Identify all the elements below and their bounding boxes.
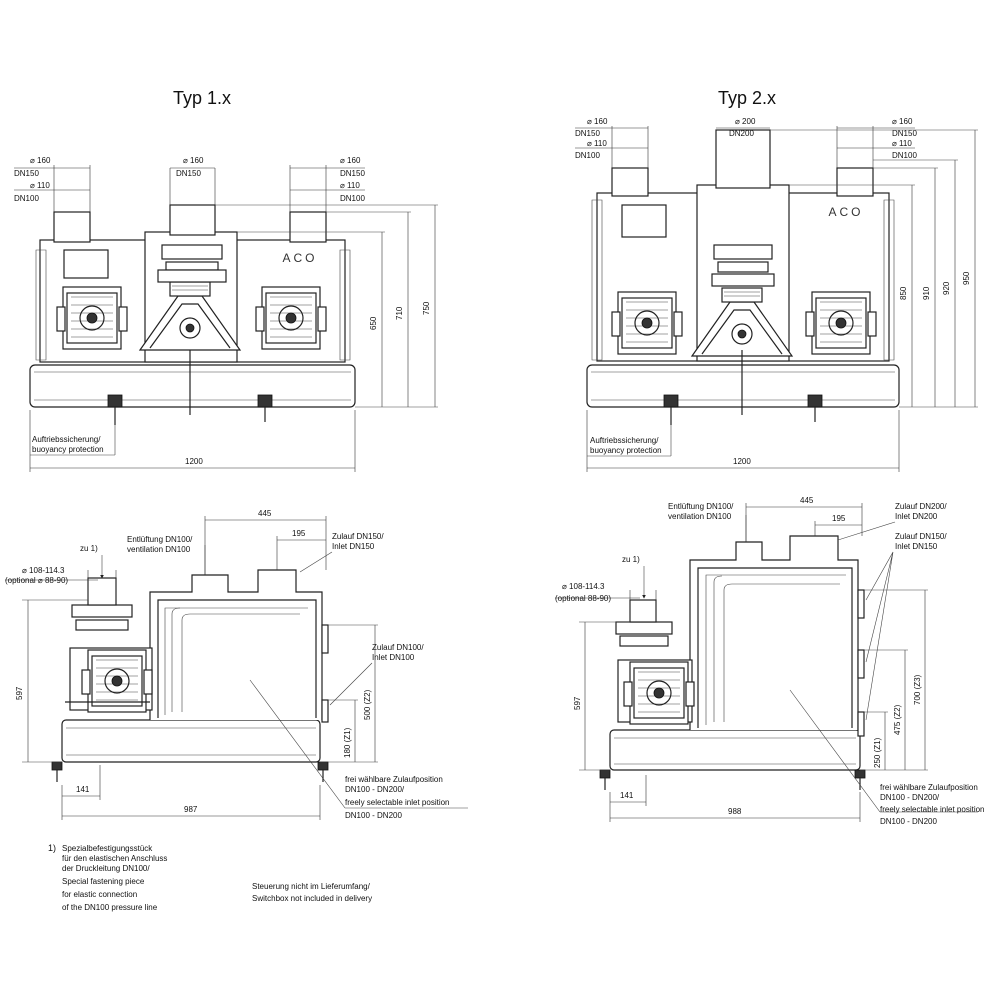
t2-free-1: frei wählbare Zulaufposition xyxy=(880,783,978,792)
t2-left-dn150: DN150 xyxy=(575,129,600,138)
t2-zu1: zu 1) xyxy=(622,555,640,564)
t1-buoyancy-de: Auftriebssicherung/ xyxy=(32,435,101,444)
t1-width-141: 141 xyxy=(76,785,90,794)
t1-right-d160: ⌀ 160 xyxy=(340,156,361,165)
t2-height-850: 850 xyxy=(899,286,908,300)
t1-height-597: 597 xyxy=(15,686,24,700)
t1-center-d160: ⌀ 160 xyxy=(183,156,204,165)
footnote-line-5: for elastic connection xyxy=(62,890,137,899)
t2-vent-de: Entlüftung DN100/ xyxy=(668,502,734,511)
t1-flange-optional: (optional ⌀ 88-90) xyxy=(5,576,68,585)
type1-title: Typ 1.x xyxy=(173,88,231,108)
t1-width-445: 445 xyxy=(258,509,272,518)
t2-free-3: freely selectable inlet position xyxy=(880,805,985,814)
t2-left-dn100: DN100 xyxy=(575,151,600,160)
t1-inlet100-en: Inlet DN100 xyxy=(372,653,415,662)
t2-buoyancy-en: buoyancy protection xyxy=(590,446,662,455)
t1-height-650: 650 xyxy=(369,316,378,330)
t2-width-141: 141 xyxy=(620,791,634,800)
t2-height-250: 250 (Z1) xyxy=(873,737,882,768)
t2-right-dn150: DN150 xyxy=(892,129,917,138)
t2-free-2: DN100 - DN200/ xyxy=(880,793,940,802)
t2-center-dn200: DN200 xyxy=(729,129,754,138)
t1-left-dn150: DN150 xyxy=(14,169,39,178)
t2-inlet150-en: Inlet DN150 xyxy=(895,542,938,551)
t2-height-475: 475 (Z2) xyxy=(893,704,902,735)
t1-left-dn100: DN100 xyxy=(14,194,39,203)
t1-free-3: freely selectable inlet position xyxy=(345,798,450,807)
t1-height-750: 750 xyxy=(422,301,431,315)
footnote-mark: 1) xyxy=(48,843,56,853)
t1-height-180: 180 (Z1) xyxy=(343,727,352,758)
t2-height-920: 920 xyxy=(942,281,951,295)
t1-vent-de: Entlüftung DN100/ xyxy=(127,535,193,544)
type1-side-view: zu 1) ⌀ 108-114.3 (optional ⌀ 88-90) Ent… xyxy=(5,509,468,820)
type2-front-view: ACO ⌀ 160 DN150 ⌀ 110 DN100 ⌀ 200 DN200 … xyxy=(575,117,978,472)
t2-right-d110: ⌀ 110 xyxy=(892,139,912,148)
t1-right-dn150: DN150 xyxy=(340,169,365,178)
t1-vent-en: ventilation DN100 xyxy=(127,545,191,554)
t1-flange: ⌀ 108-114.3 xyxy=(22,566,65,575)
t2-buoyancy-de: Auftriebssicherung/ xyxy=(590,436,659,445)
t2-width-195: 195 xyxy=(832,514,846,523)
t2-inlet200-en: Inlet DN200 xyxy=(895,512,938,521)
t2-width-1200: 1200 xyxy=(733,457,751,466)
aco-logo: ACO xyxy=(282,251,317,265)
footnote-line-3: der Druckleitung DN100/ xyxy=(62,864,150,873)
t1-height-500: 500 (Z2) xyxy=(363,689,372,720)
t2-left-d160: ⌀ 160 xyxy=(587,117,608,126)
switchbox-en: Switchbox not included in delivery xyxy=(252,894,372,903)
t1-width-987: 987 xyxy=(184,805,198,814)
aco-logo-2: ACO xyxy=(828,205,863,219)
t1-width-1200: 1200 xyxy=(185,457,203,466)
t2-width-988: 988 xyxy=(728,807,742,816)
t1-left-d160: ⌀ 160 xyxy=(30,156,51,165)
t1-free-4: DN100 - DN200 xyxy=(345,811,402,820)
footnote-line-2: für den elastischen Anschluss xyxy=(62,854,167,863)
type1-front-view: ACO ⌀ 160 DN150 ⌀ 110 DN100 ⌀ 160 DN150 xyxy=(14,156,438,472)
t1-height-710: 710 xyxy=(395,306,404,320)
t1-free-2: DN100 - DN200/ xyxy=(345,785,405,794)
type2-title: Typ 2.x xyxy=(718,88,776,108)
t1-free-1: frei wählbare Zulaufposition xyxy=(345,775,443,784)
t2-free-4: DN100 - DN200 xyxy=(880,817,937,826)
t2-width-445: 445 xyxy=(800,496,814,505)
t1-zu1: zu 1) xyxy=(80,544,98,553)
t2-height-597: 597 xyxy=(573,696,582,710)
switchbox-de: Steuerung nicht im Lieferumfang/ xyxy=(252,882,371,891)
footnote-line-1: Spezialbefestigungsstück xyxy=(62,844,153,853)
t1-right-dn100: DN100 xyxy=(340,194,365,203)
type2-side-view: zu 1) ⌀ 108-114.3 (optional 88-90) Entlü… xyxy=(555,496,985,826)
t2-flange-optional: (optional 88-90) xyxy=(555,594,611,603)
footnote-line-4: Special fastening piece xyxy=(62,877,145,886)
t1-inlet100-de: Zulauf DN100/ xyxy=(372,643,424,652)
footnote-line-6: of the DN100 pressure line xyxy=(62,903,158,912)
t2-inlet200-de: Zulauf DN200/ xyxy=(895,502,947,511)
switchbox-note: Steuerung nicht im Lieferumfang/ Switchb… xyxy=(252,882,372,903)
t2-height-700: 700 (Z3) xyxy=(913,674,922,705)
t2-right-dn100: DN100 xyxy=(892,151,917,160)
t1-width-195: 195 xyxy=(292,529,306,538)
t2-left-d110: ⌀ 110 xyxy=(587,139,607,148)
footnote: 1) Spezialbefestigungsstück für den elas… xyxy=(48,843,167,912)
t1-inlet150-en: Inlet DN150 xyxy=(332,542,375,551)
t2-height-950: 950 xyxy=(962,271,971,285)
t2-center-d200: ⌀ 200 xyxy=(735,117,756,126)
t1-right-d110: ⌀ 110 xyxy=(340,181,360,190)
t1-center-dn150: DN150 xyxy=(176,169,201,178)
t2-inlet150-de: Zulauf DN150/ xyxy=(895,532,947,541)
t2-right-d160: ⌀ 160 xyxy=(892,117,913,126)
t2-flange: ⌀ 108-114.3 xyxy=(562,582,605,591)
t1-buoyancy-en: buoyancy protection xyxy=(32,445,104,454)
t2-height-910: 910 xyxy=(922,286,931,300)
t1-inlet150-de: Zulauf DN150/ xyxy=(332,532,384,541)
t1-left-d110: ⌀ 110 xyxy=(30,181,50,190)
t2-vent-en: ventilation DN100 xyxy=(668,512,732,521)
